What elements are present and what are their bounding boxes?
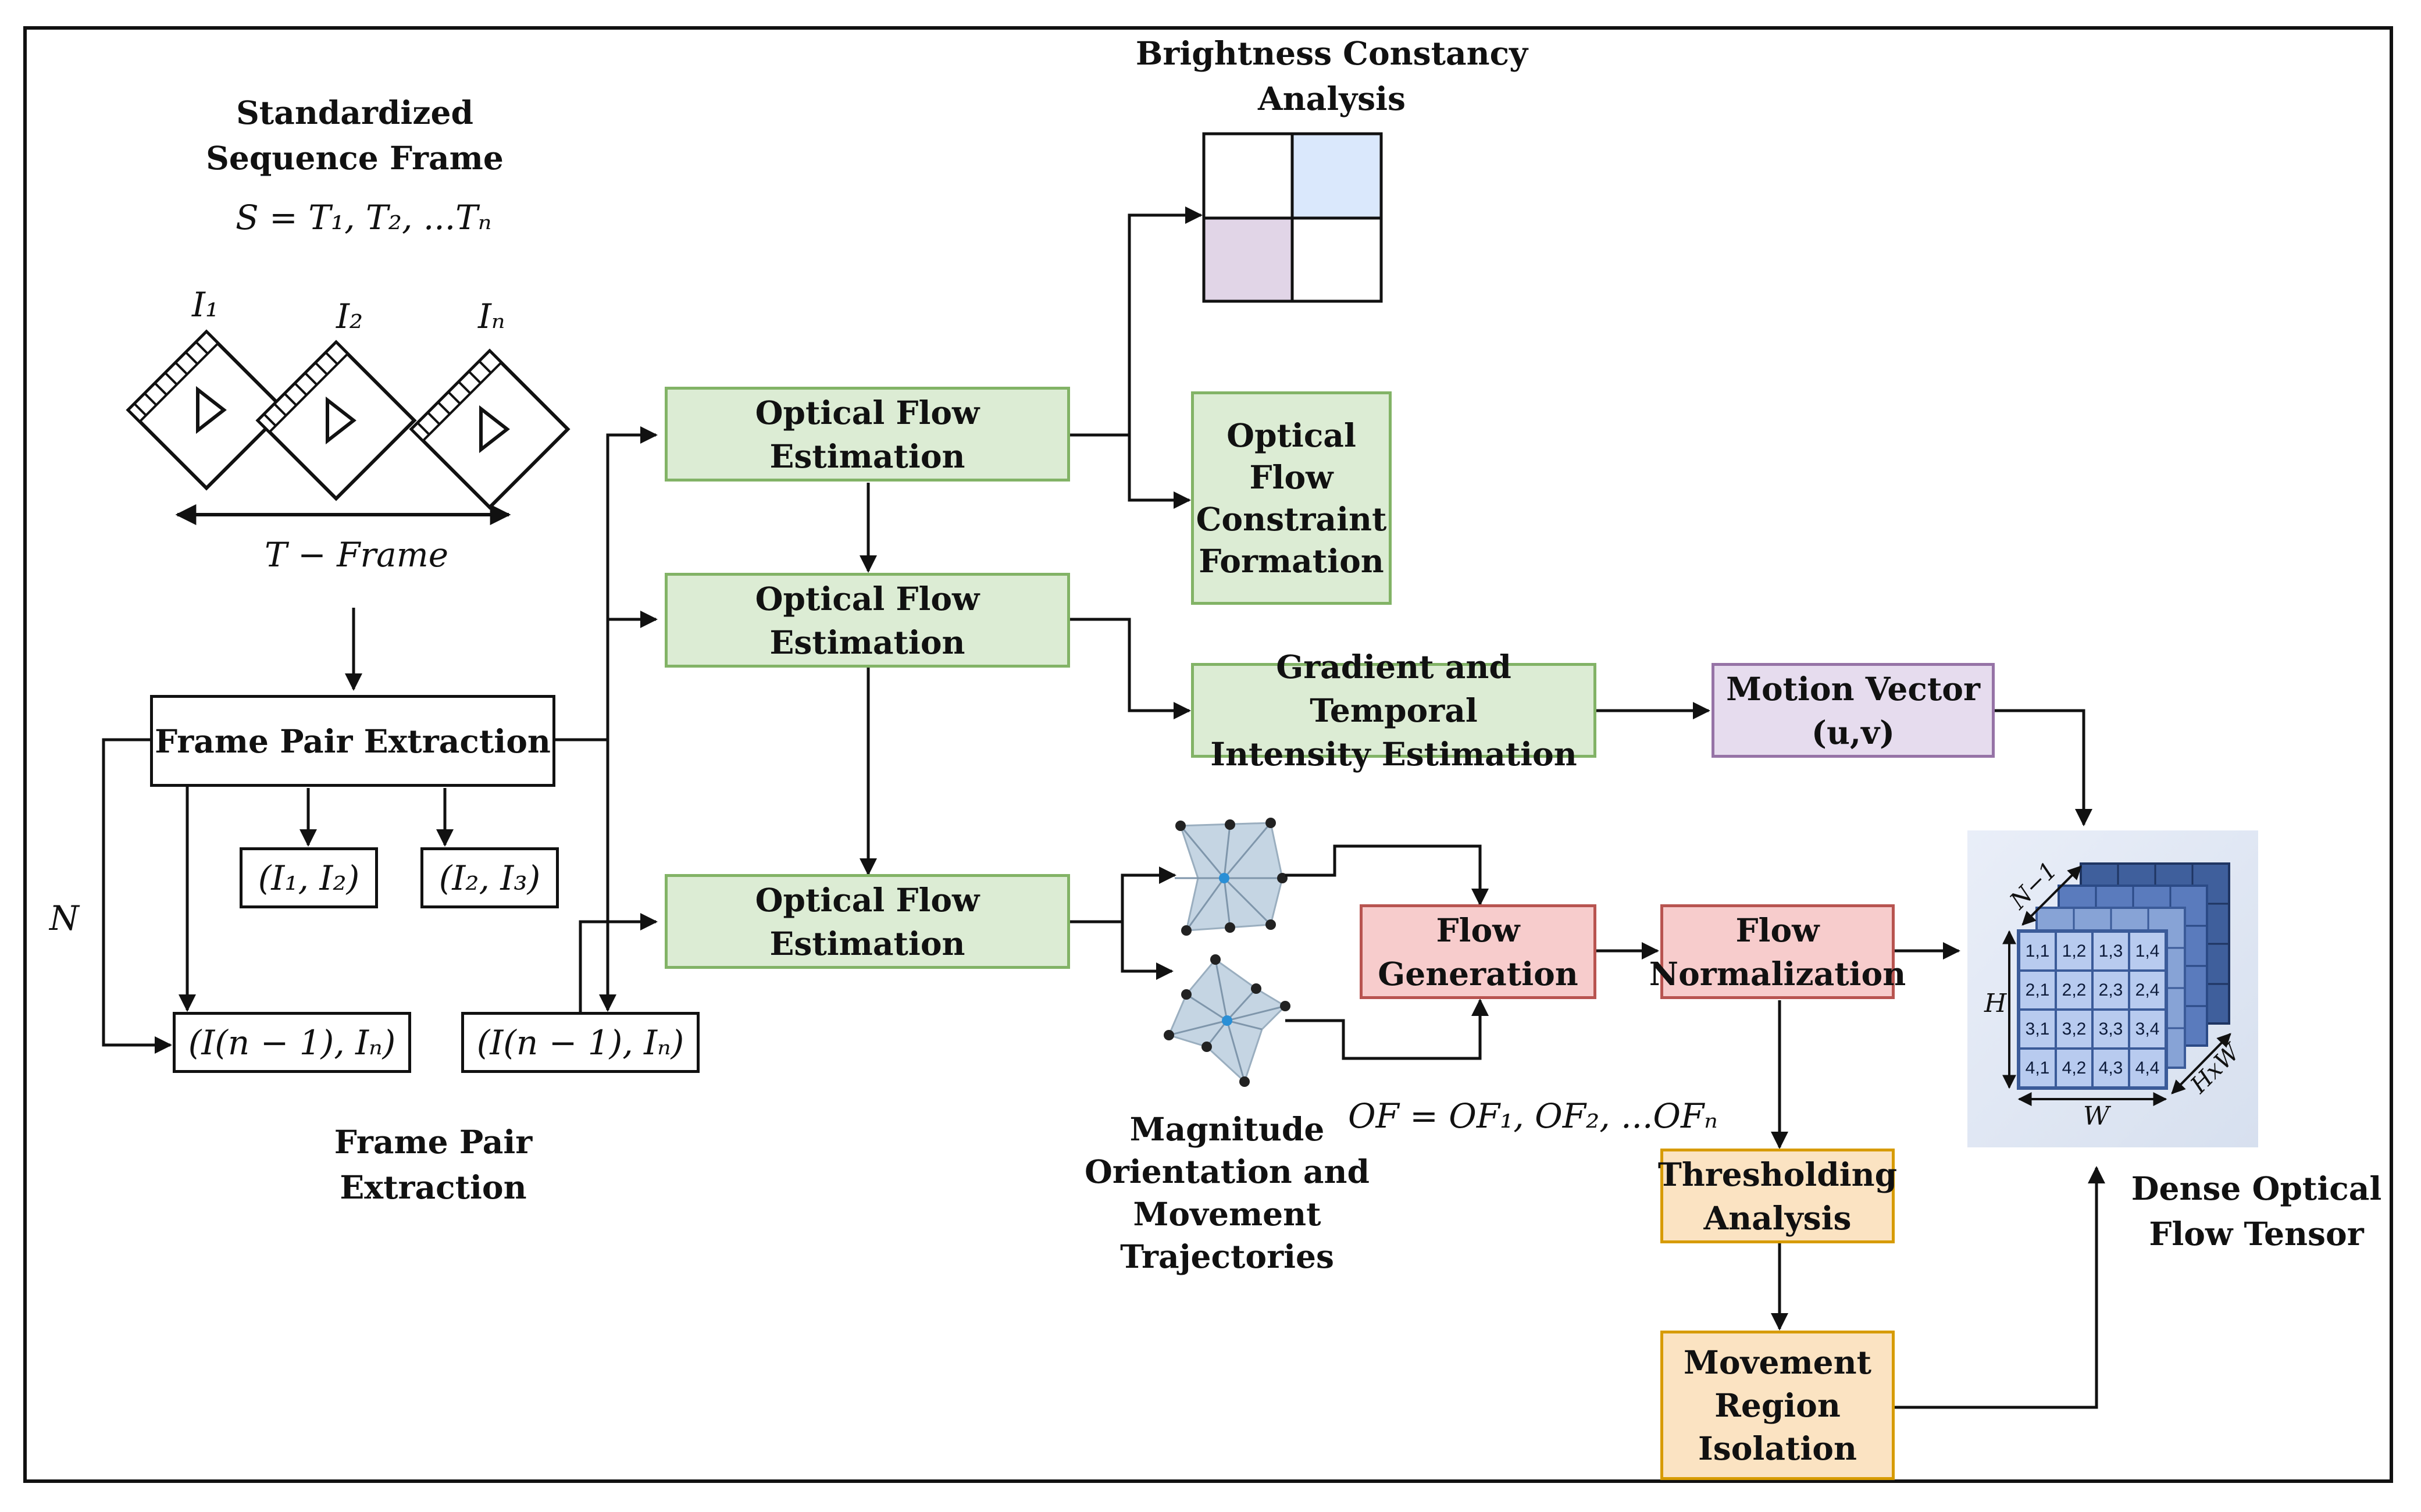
flow-generation-box: Flow Generation: [1360, 904, 1596, 999]
pair-n-right-box: (I(n − 1), Iₙ): [461, 1012, 700, 1073]
film-frame-icon-1: [126, 329, 287, 491]
dense-tensor-caption: Dense Optical Flow Tensor: [2131, 1169, 2382, 1253]
magnitude-star-icon-2: [1164, 954, 1290, 1087]
tensor-cell: 4,2: [2056, 1049, 2092, 1087]
magnitude-caption: Magnitude Orientation and Movement Traje…: [1084, 1110, 1370, 1275]
tensor-cell: 1,2: [2056, 932, 2092, 971]
sequence-formula: S = T₁, T₂, ...Tₙ: [236, 198, 492, 237]
standardized-sequence-title: Standardized Sequence Frame: [206, 94, 504, 177]
frame-label-in: Iₙ: [478, 297, 505, 336]
motion-vector-box: Motion Vector (u,v): [1712, 663, 1995, 758]
tensor-cell: 3,3: [2092, 1010, 2129, 1049]
optical-flow-constraint-box: Optical Flow Constraint Formation: [1191, 391, 1392, 605]
tensor-cell: 1,4: [2129, 932, 2166, 971]
movement-region-isolation-box: Movement Region Isolation: [1660, 1331, 1895, 1480]
tensor-cell: 2,4: [2129, 971, 2166, 1010]
tensor-cell: 1,3: [2092, 932, 2129, 971]
pair-n-left-box: (I(n − 1), Iₙ): [173, 1012, 411, 1073]
frame-pair-extraction-box: Frame Pair Extraction: [150, 695, 555, 787]
tensor-cell: 3,2: [2056, 1010, 2092, 1049]
frame-label-i1: I₁: [192, 285, 219, 324]
diagram-border: [23, 26, 2393, 1483]
film-frame-icon-n: [409, 348, 571, 510]
pair-i1-i2-box: (I₁, I₂): [240, 847, 378, 908]
frame-pair-caption: Frame Pair Extraction: [334, 1123, 533, 1206]
tensor-cell: 1,1: [2019, 932, 2056, 971]
pair-i2-i3-box: (I₂, I₃): [420, 847, 559, 908]
thresholding-analysis-box: Thresholding Analysis: [1658, 1149, 1897, 1243]
tensor-w-label: W: [2083, 1101, 2110, 1131]
tensor-cell: 2,1: [2019, 971, 2056, 1010]
tensor-cell: 2,3: [2092, 971, 2129, 1010]
tensor-cell: 4,1: [2019, 1049, 2056, 1087]
n-label: N: [49, 898, 79, 938]
optical-flow-estimation-box-1: Optical Flow Estimation: [665, 387, 1070, 482]
of-formula: OF = OF₁, OF₂, ...OFₙ: [1348, 1096, 1718, 1136]
frame-label-i2: I₂: [336, 297, 363, 336]
tensor-cell: 3,4: [2129, 1010, 2166, 1049]
tensor-h-label: H: [1984, 989, 2007, 1018]
gradient-temporal-box: Gradient and Temporal Intensity Estimati…: [1191, 648, 1596, 773]
tensor-cell: 2,2: [2056, 971, 2092, 1010]
brightness-title: Brightness Constancy Analysis: [1135, 34, 1528, 117]
tensor-cell: 3,1: [2019, 1010, 2056, 1049]
tensor-cell: 4,3: [2092, 1049, 2129, 1087]
optical-flow-estimation-box-3: Optical Flow Estimation: [665, 874, 1070, 969]
brightness-grid-icon: [1202, 132, 1383, 303]
t-frame-label: T − Frame: [265, 535, 449, 575]
flow-normalization-box: Flow Normalization: [1649, 904, 1906, 999]
optical-flow-estimation-box-2: Optical Flow Estimation: [665, 573, 1070, 668]
film-frame-icon-2: [255, 340, 417, 501]
tensor-cell: 4,4: [2129, 1049, 2166, 1087]
magnitude-star-icon-1: [1175, 818, 1288, 936]
